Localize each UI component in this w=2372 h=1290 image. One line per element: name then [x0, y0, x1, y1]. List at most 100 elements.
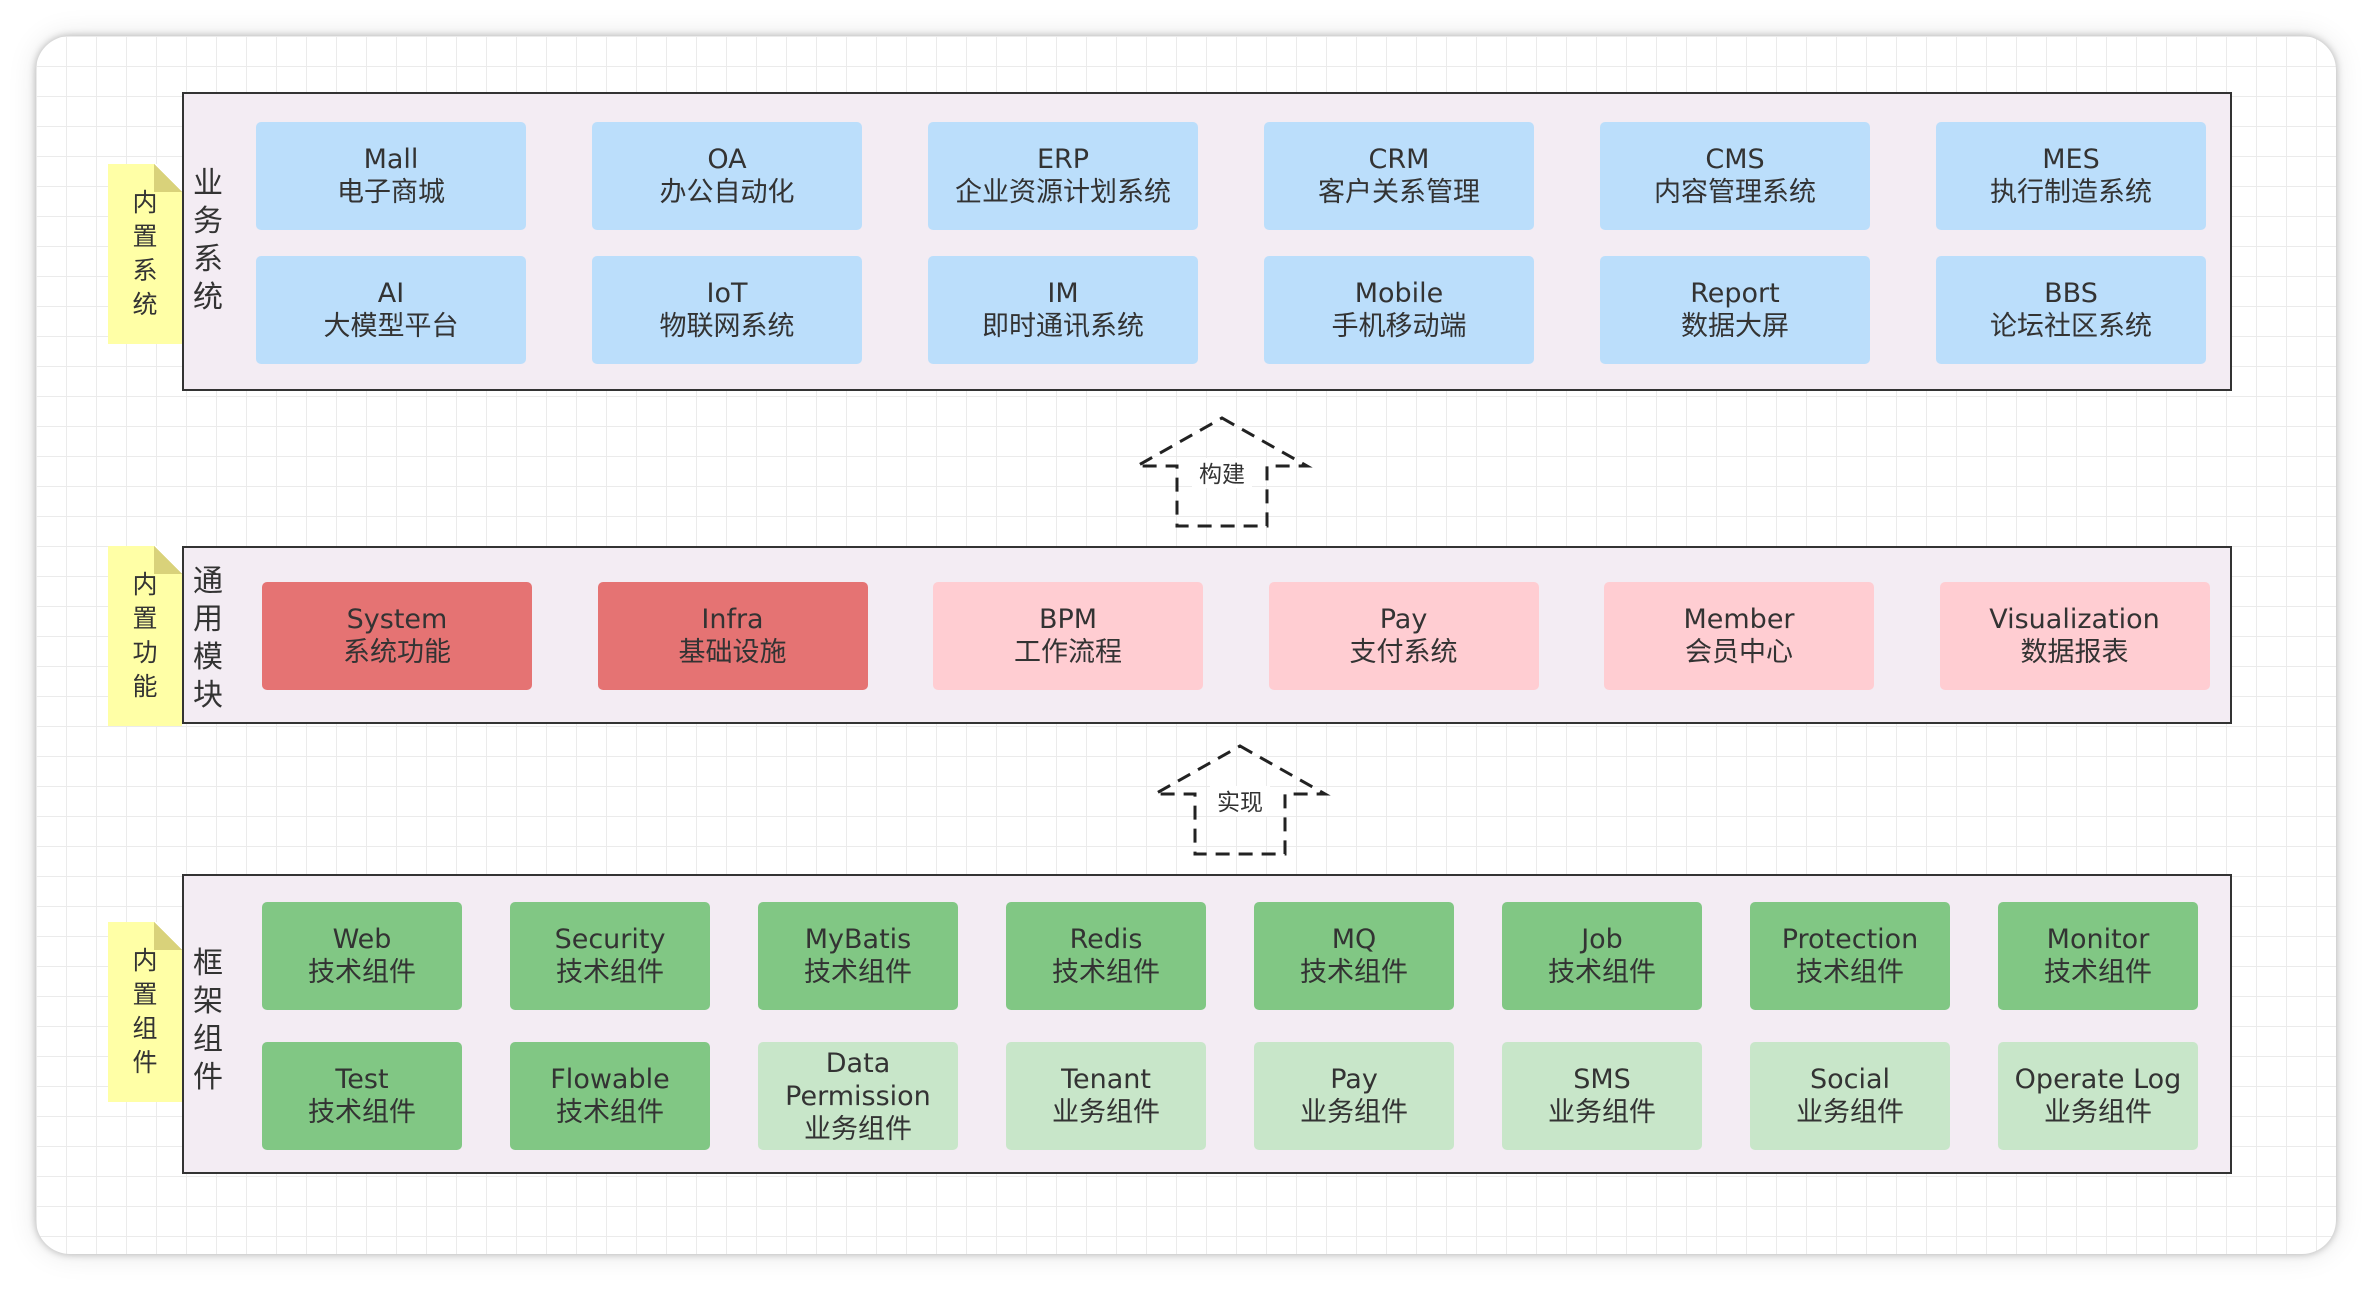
note-fold — [154, 922, 182, 950]
tile-subtitle: 基础设施 — [678, 637, 787, 668]
implement-arrow-label-bg — [1210, 786, 1270, 816]
tile-subtitle: 办公自动化 — [659, 177, 795, 208]
tile-title: MyBatis — [804, 924, 912, 955]
components-note: 内 置 组 件 — [108, 922, 182, 1102]
tile-title: Flowable — [550, 1064, 670, 1095]
tile-subtitle: 业务组件 — [804, 1113, 912, 1145]
tile-subtitle: 技术组件 — [1548, 957, 1656, 988]
label-char: 框 — [193, 946, 223, 981]
build-arrow-shape — [1131, 416, 1313, 528]
tile-title: CRM — [1368, 144, 1430, 175]
tile-title: ERP — [1036, 144, 1090, 175]
tile-title: Protection — [1781, 924, 1919, 955]
note-fold — [154, 164, 182, 192]
build-arrow: 构建 — [1131, 416, 1313, 528]
label-char: 组 — [193, 1022, 223, 1057]
tile-title: Infra — [701, 604, 764, 635]
tile-title: Pay — [1330, 1064, 1378, 1095]
label-char: 块 — [193, 678, 223, 713]
tile-title: BPM — [1038, 604, 1098, 635]
tile-subtitle: 技术组件 — [556, 1097, 664, 1128]
tile-subtitle: 技术组件 — [2044, 957, 2152, 988]
build-arrow-label: 构建 — [1199, 462, 1245, 488]
note-char: 组 — [132, 1014, 158, 1043]
tile-title: Pay — [1379, 604, 1428, 635]
tile-title: CMS — [1705, 144, 1765, 175]
tile-subtitle: 即时通讯系统 — [982, 311, 1144, 342]
implement-arrow: 实现 — [1149, 744, 1331, 856]
tile-subtitle: 业务组件 — [2044, 1097, 2152, 1128]
tile-title: Member — [1683, 604, 1795, 635]
note-char: 内 — [132, 188, 158, 217]
tile-subtitle: 技术组件 — [308, 957, 416, 988]
tile-title: Test — [335, 1064, 389, 1095]
tile-title: Visualization — [1989, 604, 2160, 635]
tile-subtitle: 大模型平台 — [323, 311, 459, 342]
label-char: 件 — [193, 1060, 223, 1095]
note-char: 功 — [132, 638, 158, 667]
tile-subtitle: 业务组件 — [1548, 1097, 1656, 1128]
functions-label: 通 用 模 块 — [186, 554, 230, 724]
tile-subtitle: 业务组件 — [1052, 1097, 1160, 1128]
tile-title: System — [346, 604, 448, 635]
tile-subtitle: 数据报表 — [2020, 637, 2129, 668]
note-fold — [154, 546, 182, 574]
tile-subtitle: 物联网系统 — [659, 311, 795, 342]
label-char: 务 — [193, 204, 223, 239]
build-arrow-label-bg — [1192, 458, 1252, 488]
tile-subtitle: 手机移动端 — [1331, 311, 1467, 342]
tile-subtitle: 客户关系管理 — [1318, 177, 1480, 208]
tile-subtitle: 执行制造系统 — [1990, 177, 2152, 208]
tile-title: MQ — [1331, 924, 1377, 955]
tile-title: Data — [825, 1047, 891, 1079]
note-char: 系 — [132, 256, 158, 285]
tile-title: OA — [707, 144, 747, 175]
tile-subtitle: 技术组件 — [308, 1097, 416, 1128]
tile-subtitle: 技术组件 — [1052, 957, 1160, 988]
tile-title: Permission — [785, 1080, 931, 1112]
tile-subtitle: 系统功能 — [343, 637, 451, 668]
note-char: 统 — [132, 290, 158, 319]
tile-title: Monitor — [2046, 924, 2150, 955]
tile-subtitle: 工作流程 — [1014, 637, 1122, 668]
tile-subtitle: 业务组件 — [1300, 1097, 1408, 1128]
tile-title: Social — [1809, 1064, 1891, 1095]
tile-title: IM — [1047, 278, 1079, 309]
tile-title: Report — [1690, 278, 1780, 309]
label-char: 业 — [193, 166, 223, 201]
tile-title: Tenant — [1061, 1064, 1151, 1095]
tile-subtitle: 论坛社区系统 — [1990, 311, 2152, 342]
note-char: 件 — [132, 1048, 158, 1077]
label-char: 模 — [193, 640, 223, 675]
tile-title: SMS — [1573, 1064, 1631, 1095]
business-label: 业 务 系 统 — [186, 156, 230, 326]
tile-title: Security — [554, 924, 666, 955]
tile-subtitle: 技术组件 — [804, 957, 912, 988]
tile-subtitle: 业务组件 — [1796, 1097, 1904, 1128]
